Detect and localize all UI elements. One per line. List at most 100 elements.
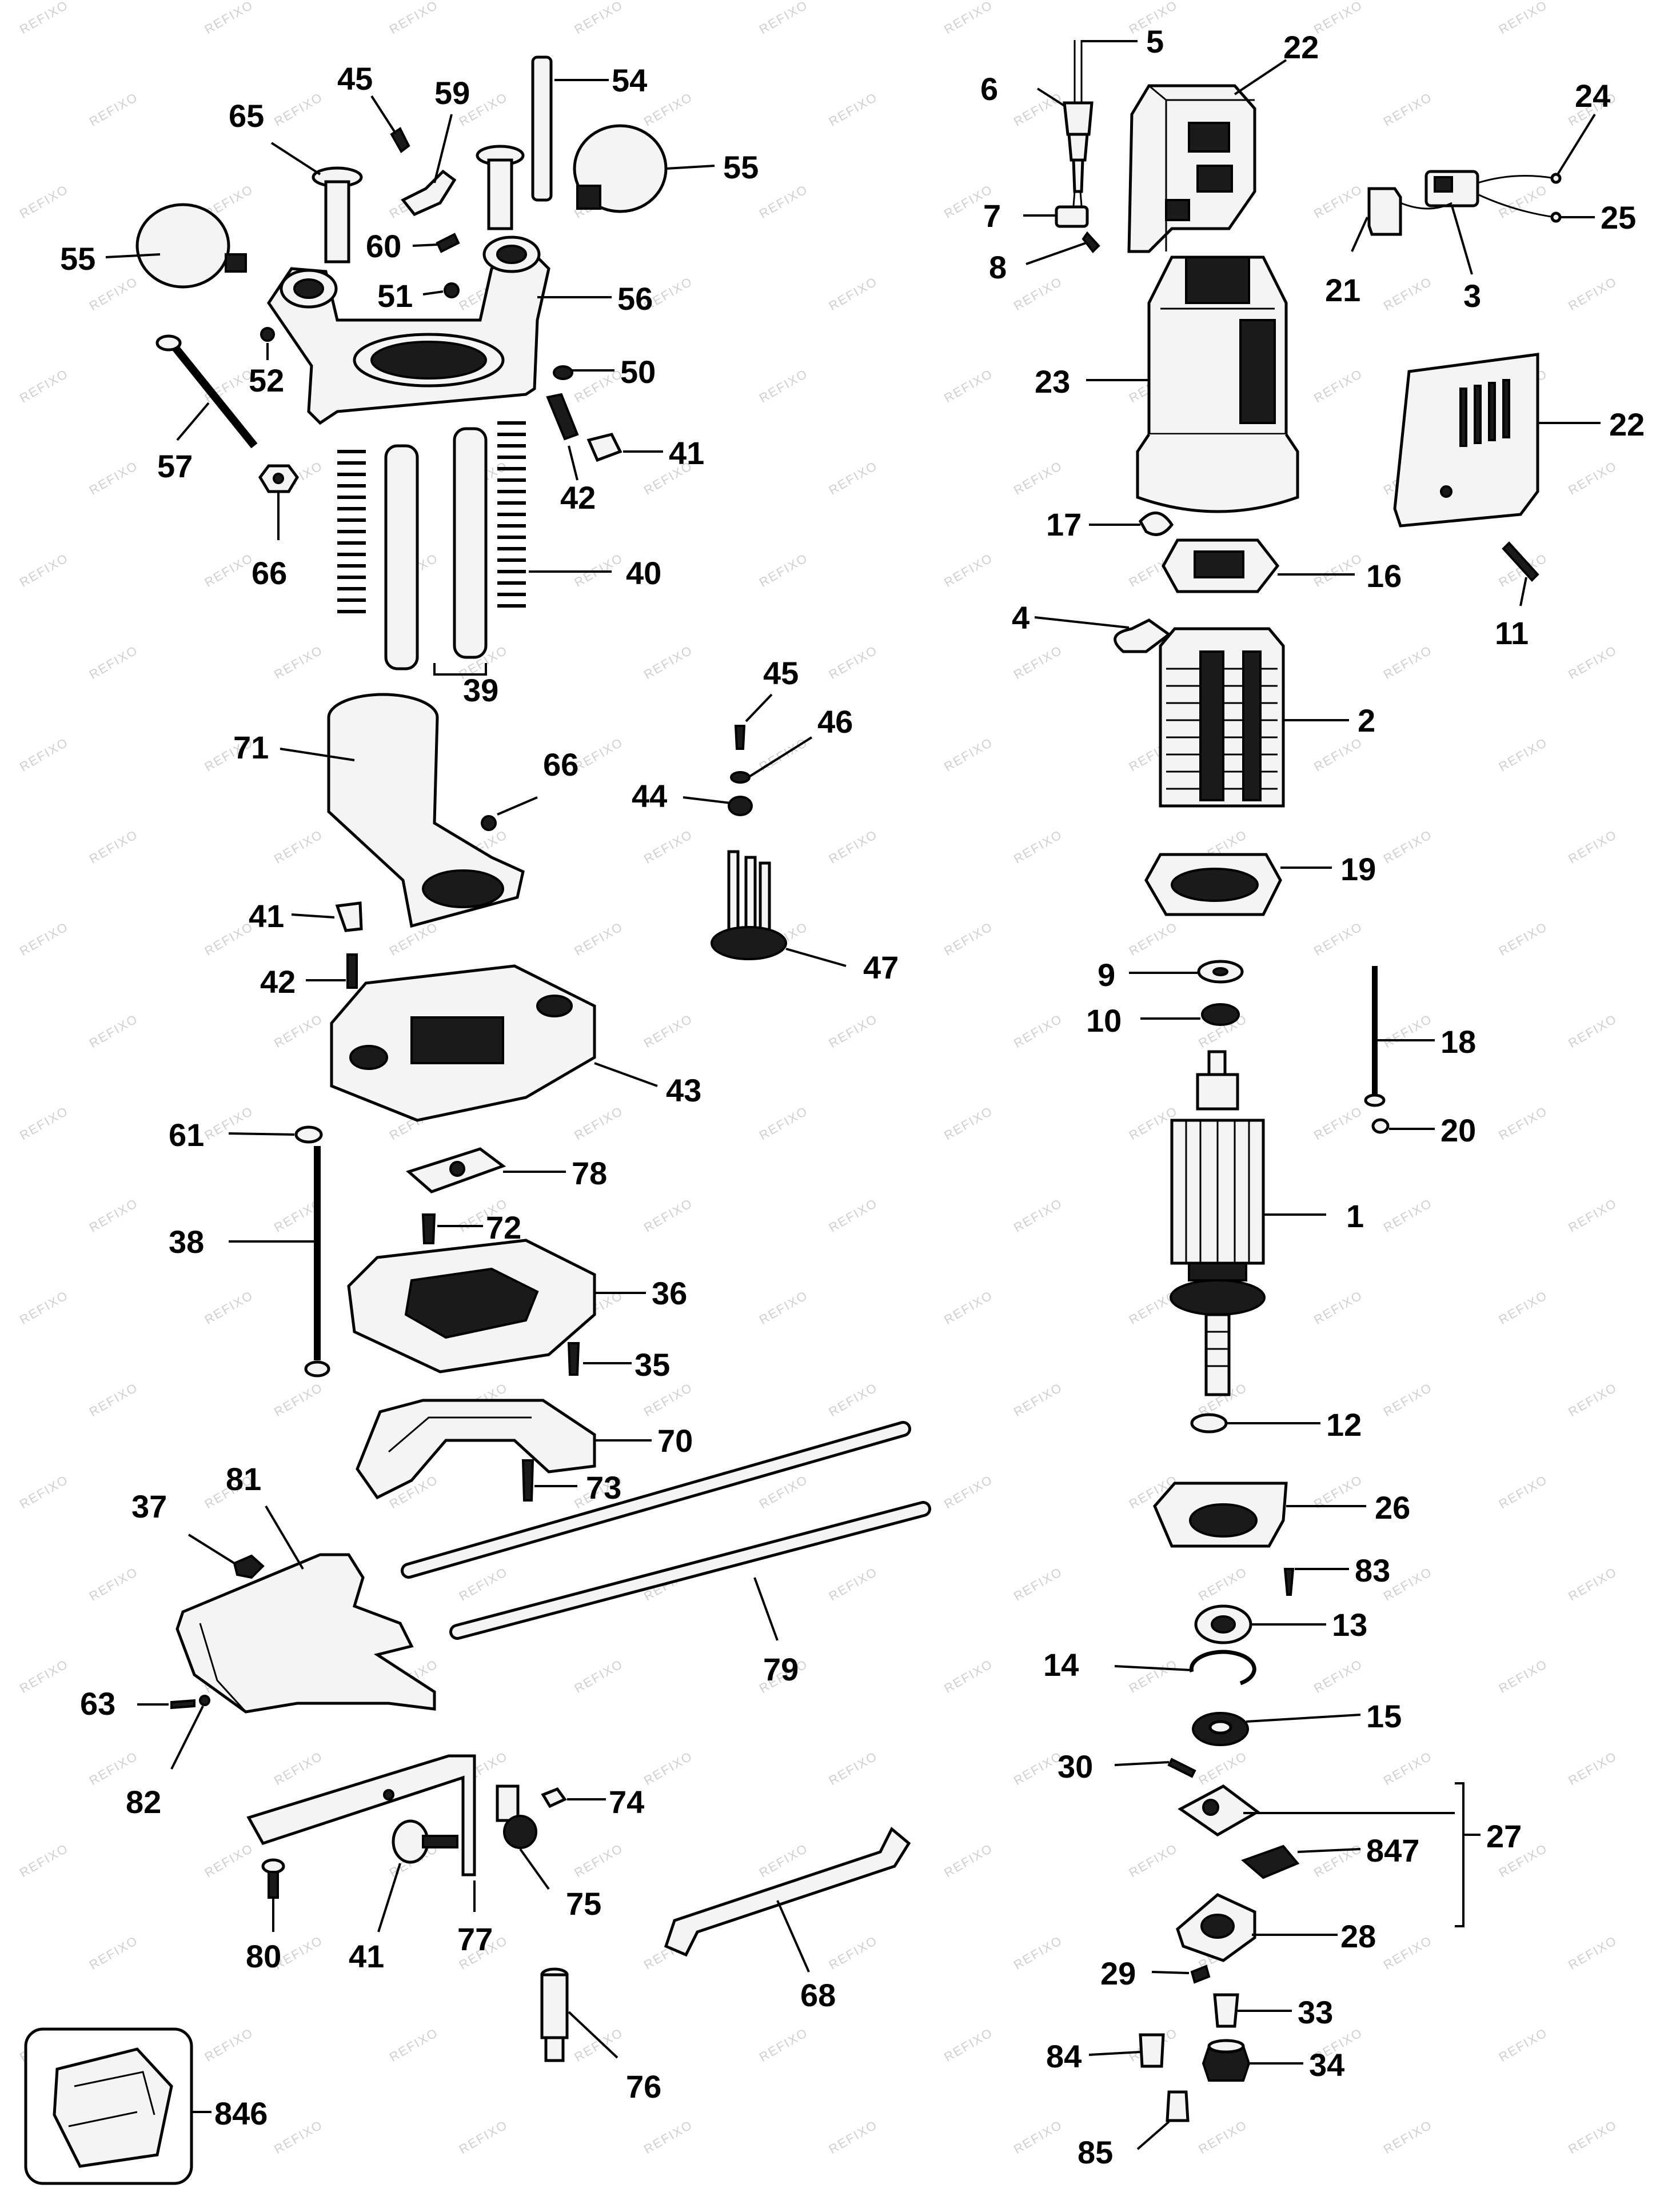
label-847: 847: [1366, 1832, 1419, 1868]
watermark-text: REFIXO: [202, 2025, 256, 2065]
watermark-text: REFIXO: [1011, 2117, 1065, 2157]
part-screw-72: [421, 1213, 436, 1244]
label-9: 9: [1098, 957, 1115, 993]
watermark-text: REFIXO: [1566, 274, 1619, 313]
watermark-text: REFIXO: [641, 1748, 695, 1788]
part-long-bolt-38: [304, 1146, 330, 1377]
label-59: 59: [434, 75, 470, 111]
watermark-text: REFIXO: [757, 2025, 811, 2065]
watermark-text: REFIXO: [17, 182, 71, 221]
watermark-text: REFIXO: [572, 366, 625, 406]
watermark-text: REFIXO: [272, 1380, 325, 1419]
watermark-text: REFIXO: [572, 1656, 625, 1696]
watermark-text: REFIXO: [1011, 642, 1065, 682]
part-armature: [1170, 1050, 1266, 1396]
watermark-text: REFIXO: [87, 827, 141, 867]
label-22-side: 22: [1609, 406, 1645, 442]
watermark-text: REFIXO: [1381, 642, 1435, 682]
watermark-text: REFIXO: [757, 1104, 811, 1143]
label-79: 79: [763, 1651, 799, 1687]
watermark-text: REFIXO: [572, 735, 625, 774]
part-knob-41-mid: [335, 901, 363, 932]
label-47: 47: [863, 949, 899, 985]
watermark-text: REFIXO: [1311, 919, 1365, 959]
watermark-text: REFIXO: [1381, 2117, 1435, 2157]
part-fence-bracket-81: [175, 1553, 436, 1714]
label-56: 56: [617, 281, 653, 317]
label-846: 846: [214, 2095, 268, 2131]
watermark-text: REFIXO: [757, 0, 811, 37]
watermark-text: REFIXO: [202, 0, 256, 37]
part-lever-59: [401, 169, 457, 217]
label-45-mid: 45: [763, 655, 799, 691]
watermark-text: REFIXO: [827, 1380, 880, 1419]
watermark-text: REFIXO: [641, 642, 695, 682]
part-circlip-12: [1190, 1413, 1228, 1434]
watermark-text: REFIXO: [1497, 1656, 1550, 1696]
label-23: 23: [1035, 364, 1070, 400]
label-16: 16: [1366, 558, 1402, 594]
part-rod-54: [531, 55, 553, 202]
part-screw-60: [436, 233, 460, 253]
label-5: 5: [1146, 23, 1164, 59]
label-52: 52: [249, 362, 284, 398]
watermark-text: REFIXO: [827, 1564, 880, 1604]
label-73: 73: [586, 1470, 621, 1506]
watermark-text: REFIXO: [941, 1288, 995, 1327]
part-post: [476, 145, 525, 230]
watermark-text: REFIXO: [1497, 1104, 1550, 1143]
watermark-text: REFIXO: [87, 1748, 141, 1788]
watermark-text: REFIXO: [1311, 1656, 1365, 1696]
watermark-text: REFIXO: [272, 642, 325, 682]
watermark-text: REFIXO: [641, 827, 695, 867]
watermark-text: REFIXO: [1311, 550, 1365, 590]
label-41-low: 41: [349, 1938, 384, 1974]
label-18: 18: [1440, 1024, 1476, 1060]
watermark-text: REFIXO: [827, 827, 880, 867]
label-13: 13: [1332, 1607, 1367, 1643]
watermark-text: REFIXO: [1566, 1380, 1619, 1419]
part-screw-63: [170, 1699, 195, 1710]
watermark-text: REFIXO: [1381, 827, 1435, 867]
watermark-text: REFIXO: [1196, 1564, 1250, 1604]
part-screw-51: [444, 282, 460, 298]
watermark-text: REFIXO: [827, 1748, 880, 1788]
label-43: 43: [666, 1072, 701, 1108]
label-72: 72: [486, 1209, 521, 1245]
label-46: 46: [817, 704, 853, 740]
watermark-text: REFIXO: [387, 2025, 441, 2065]
watermark-text: REFIXO: [941, 0, 995, 37]
watermark-text: REFIXO: [941, 1841, 995, 1880]
watermark-text: REFIXO: [757, 182, 811, 221]
part-flange-28: [1176, 1893, 1256, 1962]
part-cord-clamp: [1055, 205, 1089, 228]
watermark-text: REFIXO: [1311, 1841, 1365, 1880]
watermark-text: REFIXO: [757, 366, 811, 406]
label-50: 50: [620, 354, 656, 390]
label-51: 51: [377, 278, 413, 314]
label-68: 68: [800, 1977, 836, 2013]
watermark-text: REFIXO: [1011, 90, 1065, 129]
watermark-text: REFIXO: [272, 2117, 325, 2157]
part-clamp-screw: [1082, 231, 1100, 254]
label-38: 38: [169, 1224, 204, 1260]
watermark-text: REFIXO: [641, 2117, 695, 2157]
label-4: 4: [1012, 600, 1029, 636]
label-1: 1: [1346, 1198, 1364, 1234]
part-screw-73: [521, 1459, 534, 1502]
watermark-text: REFIXO: [1381, 1933, 1435, 1973]
watermark-text: REFIXO: [572, 0, 625, 37]
part-post-65: [312, 166, 363, 263]
part-screw-29: [1190, 1965, 1211, 1984]
label-26: 26: [1375, 1490, 1410, 1526]
watermark-text: REFIXO: [572, 919, 625, 959]
watermark-text: REFIXO: [1311, 182, 1365, 221]
label-71: 71: [233, 729, 269, 765]
part-collet-33: [1213, 1993, 1239, 2028]
label-77: 77: [457, 1921, 493, 1957]
watermark-text: REFIXO: [1566, 1196, 1619, 1235]
part-lock-button: [1241, 1844, 1300, 1879]
watermark-text: REFIXO: [17, 1472, 71, 1512]
watermark-text: REFIXO: [87, 458, 141, 498]
